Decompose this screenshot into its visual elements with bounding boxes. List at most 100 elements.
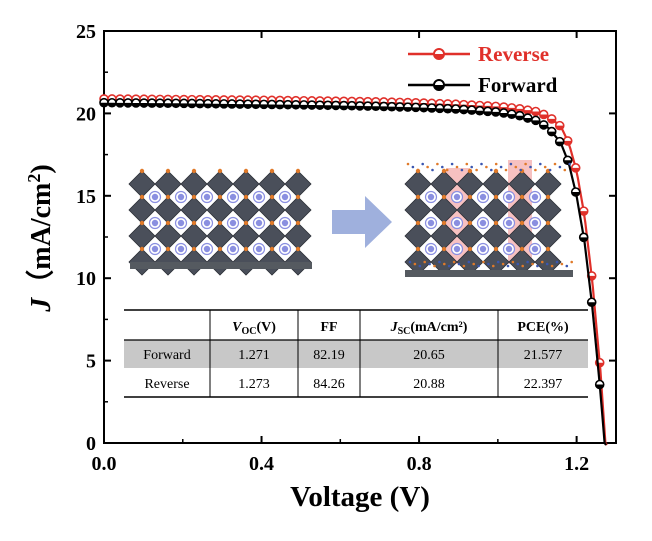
passivation-molecule (539, 162, 542, 166)
passivation-molecule (455, 165, 459, 169)
x-site-atom (441, 194, 447, 200)
x-site-atom (217, 168, 223, 174)
passivation-molecule (443, 262, 446, 266)
passivation-molecule (433, 264, 436, 268)
a-site-atom (453, 245, 461, 253)
x-site-atom (165, 246, 171, 252)
passivation-molecule (477, 264, 480, 268)
data-point (259, 99, 269, 110)
x-site-atom (269, 194, 275, 200)
passivation-molecule (555, 260, 559, 264)
passivation-molecule (563, 168, 567, 172)
passivation-molecule (568, 162, 571, 166)
passivation-molecule (494, 162, 498, 166)
x-site-atom (191, 246, 197, 252)
x-site-atom (295, 194, 301, 200)
a-site-atom (229, 193, 237, 201)
x-tick-label: 0.4 (249, 453, 274, 475)
passivation-molecule (536, 264, 539, 268)
x-site-atom (269, 246, 275, 252)
a-site-atom (479, 193, 487, 201)
legend-item-forward: Forward (408, 73, 558, 97)
a-site-atom (281, 193, 289, 201)
passivation-molecule (421, 162, 425, 166)
x-site-atom (217, 220, 223, 226)
table-cell: 20.88 (413, 377, 445, 392)
a-site-atom (505, 193, 513, 201)
passivation-molecule (524, 162, 527, 166)
a-site-atom (151, 245, 159, 253)
data-point (403, 102, 413, 112)
x-site-atom (165, 194, 171, 200)
passivation-molecule (416, 168, 420, 172)
x-site-atom (295, 246, 301, 252)
table-cell: 84.26 (313, 377, 345, 392)
data-point (187, 98, 197, 109)
x-site-atom (139, 194, 145, 200)
a-site-atom (177, 245, 185, 253)
table-header-pce: PCE(%) (517, 320, 569, 335)
data-point (211, 98, 221, 109)
legend-label-forward: Forward (478, 73, 558, 97)
data-point (546, 114, 557, 124)
data-point (235, 99, 245, 109)
table-cell: 82.19 (313, 348, 345, 363)
passivation-molecule (445, 168, 449, 172)
data-point (307, 100, 317, 110)
x-site-atom (493, 220, 499, 226)
table-cell: 21.577 (524, 348, 563, 363)
a-site-atom (453, 219, 461, 227)
passivation-molecule (565, 264, 569, 268)
a-site-atom (255, 193, 263, 201)
x-site-atom (295, 168, 301, 174)
a-site-atom (427, 219, 435, 227)
x-site-atom (191, 168, 197, 174)
passivation-molecule (529, 165, 532, 169)
data-point (363, 101, 373, 111)
data-point (115, 98, 125, 108)
x-site-atom (441, 168, 447, 174)
passivation-molecule (487, 262, 490, 266)
data-point (594, 379, 605, 390)
x-tick-label: 0.0 (92, 453, 117, 475)
a-site-atom (255, 245, 263, 253)
y-tick-label: 15 (76, 186, 96, 208)
data-point (315, 100, 325, 110)
data-point (434, 103, 445, 114)
data-point (474, 105, 485, 116)
data-point (538, 120, 549, 130)
data-point (171, 98, 181, 109)
x-axis-title: Voltage (V) (290, 481, 430, 513)
legend-item-reverse: Reverse (408, 42, 549, 66)
x-site-atom (493, 246, 499, 252)
data-point (107, 97, 117, 108)
data-point (139, 98, 149, 108)
data-point (355, 101, 365, 111)
passivation-molecule (470, 165, 474, 169)
data-point (331, 100, 341, 111)
series-layer (99, 94, 608, 446)
svg-text:J（mA/cm2): J（mA/cm2) (24, 164, 57, 312)
passivation-molecule (423, 260, 427, 264)
passivation-molecule (501, 262, 505, 266)
passivation-molecule (452, 260, 456, 264)
axis-ticks (103, 30, 616, 444)
passivation-molecule (534, 168, 537, 172)
x-site-atom (269, 220, 275, 226)
passivation-molecule (465, 162, 469, 166)
data-point (411, 102, 421, 113)
data-point (283, 99, 293, 110)
x-site-atom (467, 220, 473, 226)
data-point (155, 98, 165, 108)
table-row-label-reverse: Reverse (144, 377, 189, 392)
a-site-atom (505, 219, 513, 227)
legend-label-reverse: Reverse (478, 42, 549, 66)
data-point (570, 187, 581, 197)
a-site-atom (281, 245, 289, 253)
passivation-molecule (460, 168, 464, 172)
y-axis-title-symbol: J (26, 297, 57, 313)
a-site-atom (427, 193, 435, 201)
passivation-molecule (506, 264, 510, 268)
x-site-atom (139, 246, 145, 252)
